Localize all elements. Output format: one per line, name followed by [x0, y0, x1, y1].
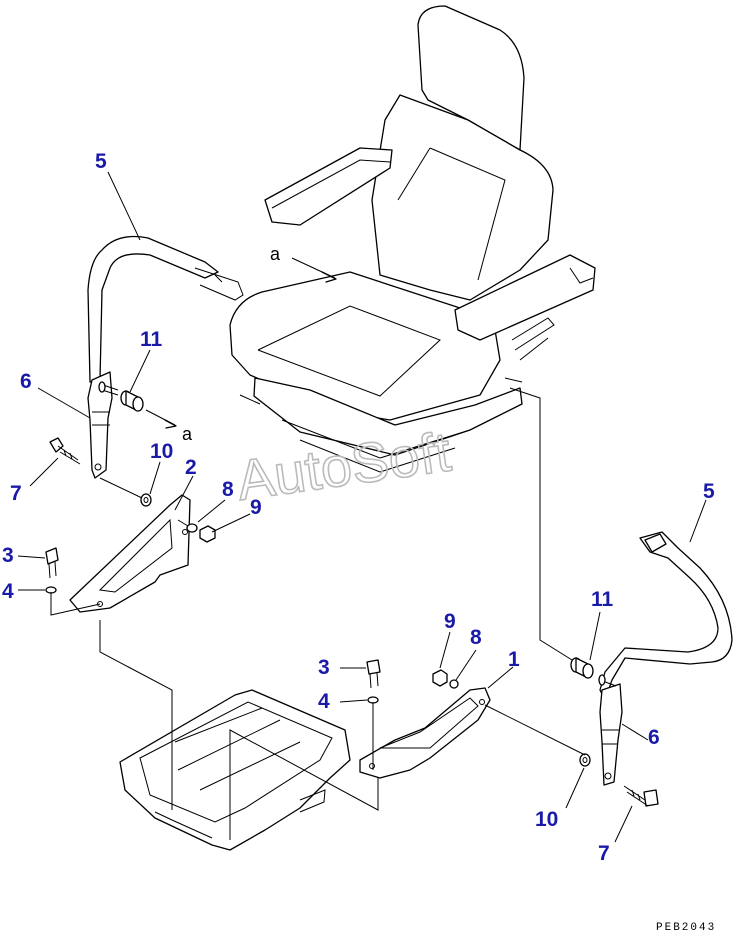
watermark: AutoSoft	[233, 420, 455, 512]
bracket-1-right	[359, 687, 491, 779]
callout-nut9-right: 9	[444, 610, 456, 633]
bolt-7-left	[49, 437, 81, 465]
callout-bolt7-left: 7	[10, 482, 22, 505]
collar-11-left	[120, 390, 144, 412]
washer-8-right	[449, 679, 459, 689]
callout-washer4-left: 4	[2, 580, 14, 603]
callout-belt-left: 5	[95, 150, 107, 173]
callout-washer8-left: 8	[222, 478, 234, 501]
seat-headrest	[417, 5, 525, 151]
belt-anchor-left	[87, 371, 113, 479]
right-armrest	[454, 254, 596, 341]
drawing-code: PEB2043	[656, 922, 716, 934]
reference-a-collar: a	[182, 424, 193, 444]
callout-washer8-right: 8	[470, 626, 482, 649]
callout-washer10-right: 10	[535, 808, 558, 831]
washer-8-left	[186, 523, 198, 533]
bolt-3-right	[366, 659, 381, 689]
seat-belt-right	[599, 531, 733, 701]
callout-belt-right: 5	[703, 480, 715, 503]
callout-anchor-left: 6	[20, 370, 32, 393]
seat-suspension	[253, 377, 523, 456]
callout-numbers: 5 6 7 11 10 2 8 9 3 4 3 4 9 8 1 5 11 6 1…	[2, 150, 715, 865]
callout-washer4-right: 4	[318, 690, 330, 713]
callout-collar-right: 11	[591, 588, 614, 611]
belt-anchor-right	[599, 683, 623, 786]
nut-9-left	[199, 525, 216, 543]
callout-nut9-left: 9	[250, 496, 262, 519]
reference-a-seat: a	[270, 244, 281, 264]
bolt-7-right	[623, 785, 659, 807]
callout-bracket-left: 2	[185, 456, 197, 479]
washer-10-right	[579, 753, 591, 767]
seat-mounting-plate	[119, 689, 351, 851]
callout-bolt7-right: 7	[598, 842, 610, 865]
callout-bolt3-left: 3	[2, 544, 14, 567]
seat-backrest	[371, 94, 554, 301]
left-armrest	[264, 147, 393, 226]
callout-anchor-right: 6	[648, 726, 660, 749]
anchor-bolt-left	[98, 381, 119, 396]
washer-10-left	[140, 493, 152, 507]
callout-bracket-right: 1	[508, 648, 520, 671]
assembly-lines	[50, 257, 586, 840]
callout-collar-left: 11	[140, 328, 163, 351]
seat-belt-left	[87, 235, 244, 383]
anchor-bolt-right	[598, 674, 617, 687]
callout-washer10-left: 10	[150, 440, 173, 463]
collar-11-right	[570, 657, 594, 679]
callout-bolt3-right: 3	[318, 656, 330, 679]
nut-9-right	[432, 669, 448, 687]
callout-leaders	[17, 171, 707, 843]
operator-seat	[229, 5, 596, 473]
bolt-3-left	[45, 547, 59, 579]
bracket-2-left	[69, 494, 191, 613]
